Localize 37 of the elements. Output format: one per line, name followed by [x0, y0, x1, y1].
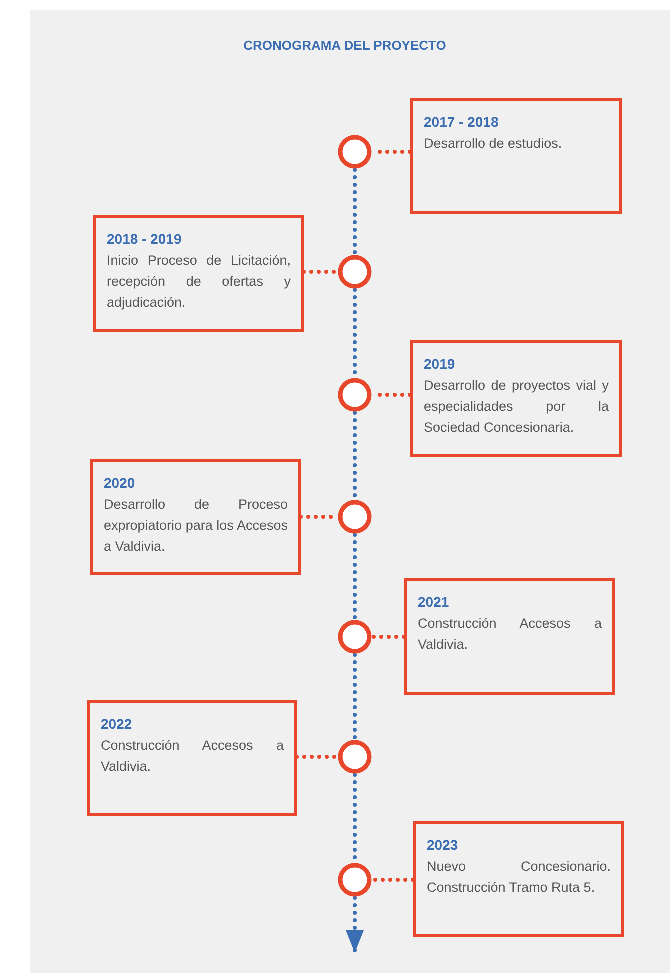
dotted-connector — [353, 653, 357, 741]
year-label: 2022 — [101, 716, 134, 732]
year-label: 2020 — [104, 475, 136, 491]
milestone-box — [413, 821, 624, 937]
timeline-circle — [338, 500, 372, 534]
dotted-connector — [371, 878, 415, 882]
timeline-circle — [338, 740, 372, 774]
year-label: 2017 - 2018 — [424, 114, 500, 130]
dotted-connector — [346, 896, 364, 955]
dotted-connector — [353, 168, 357, 256]
milestone-description: Desarrollo de proyectos vial y especialidades por la Sociedad Concesionaria. — [424, 377, 609, 437]
year-label: 2018 - 2019 — [107, 231, 183, 247]
milestone-box — [410, 340, 622, 457]
milestone-box — [93, 215, 304, 332]
timeline-circle — [338, 378, 372, 412]
milestone-description: Construcción Accesos a Valdivia. — [418, 615, 602, 654]
dotted-connector — [295, 755, 339, 759]
milestone-box — [90, 459, 301, 575]
year-label: 2021 — [418, 594, 450, 610]
milestone-box — [410, 98, 622, 214]
milestone-description: Desarrollo de Proceso expropiatorio para los Accesos a Valdivia. — [104, 496, 288, 556]
timeline-circle — [338, 135, 372, 169]
timeline-circle — [338, 620, 372, 654]
year-label: 2019 — [424, 356, 456, 372]
milestone-description: Construcción Accesos a Valdivia. — [101, 737, 284, 776]
dotted-connector — [371, 635, 406, 639]
milestone-box — [87, 700, 297, 816]
timeline-circle — [338, 255, 372, 289]
milestone-description: Nuevo Concesionario. Construcción Tramo Ruta 5. — [427, 858, 611, 897]
milestone-description: Desarrollo de estudios. — [424, 135, 564, 153]
milestone-box — [404, 578, 615, 695]
title: CRONOGRAMA DEL PROYECTO — [242, 38, 448, 53]
milestone-description: Inicio Proceso de Licitación, recepción de ofertas y adjudicación. — [107, 252, 291, 312]
dotted-connector — [353, 533, 357, 621]
dotted-connector — [302, 270, 339, 274]
timeline-circle — [338, 863, 372, 897]
year-label: 2023 — [427, 837, 460, 853]
